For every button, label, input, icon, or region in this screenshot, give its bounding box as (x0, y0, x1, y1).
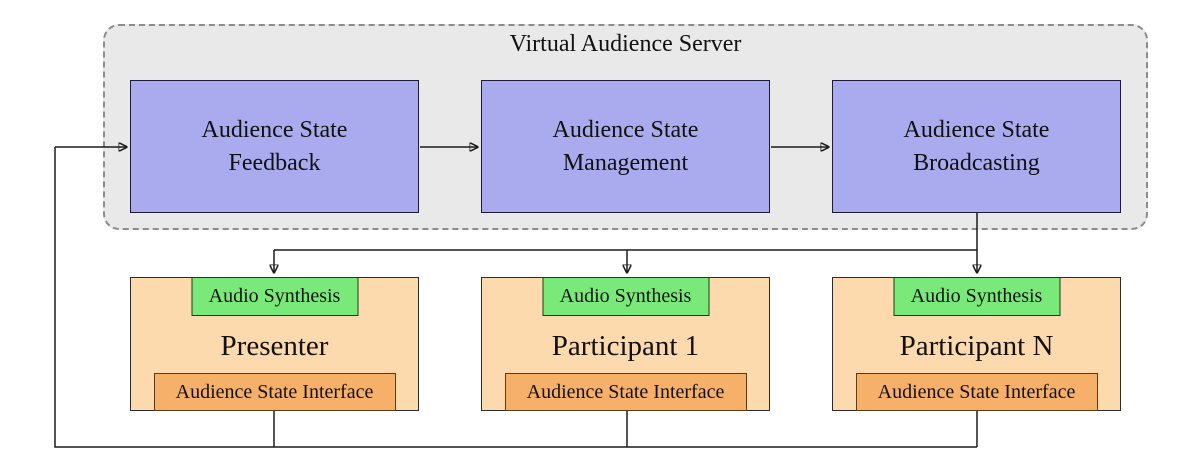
participantn-audience-state-interface-box: Audience State Interface (855, 373, 1098, 411)
participantn-audio-synthesis-box: Audio Synthesis (893, 277, 1060, 316)
presenter-audience-state-interface-box: Audience State Interface (153, 373, 396, 411)
participant1-audio-synthesis-box: Audio Synthesis (542, 277, 709, 316)
participant1-title: Participant 1 (551, 329, 700, 362)
node-presenter: Audio Synthesis Presenter Audience State… (130, 277, 419, 411)
presenter-audio-synthesis-box: Audio Synthesis (191, 277, 358, 316)
server-group-title: Virtual Audience Server (509, 31, 742, 57)
participant1-audience-state-interface-box: Audience State Interface (504, 373, 747, 411)
node-audience-state-feedback: Audience State Feedback (130, 80, 419, 213)
participantn-title: Participant N (899, 329, 1054, 362)
node-audience-state-broadcasting: Audience State Broadcasting (832, 80, 1121, 213)
broadcast-trunk-line (274, 213, 978, 251)
node-participant-n: Audio Synthesis Participant N Audience S… (832, 277, 1121, 411)
presenter-title: Presenter (220, 329, 329, 362)
node-participant-1: Audio Synthesis Participant 1 Audience S… (481, 277, 770, 411)
node-audience-state-management: Audience State Management (481, 80, 770, 213)
feedback-return-line (54, 147, 977, 448)
